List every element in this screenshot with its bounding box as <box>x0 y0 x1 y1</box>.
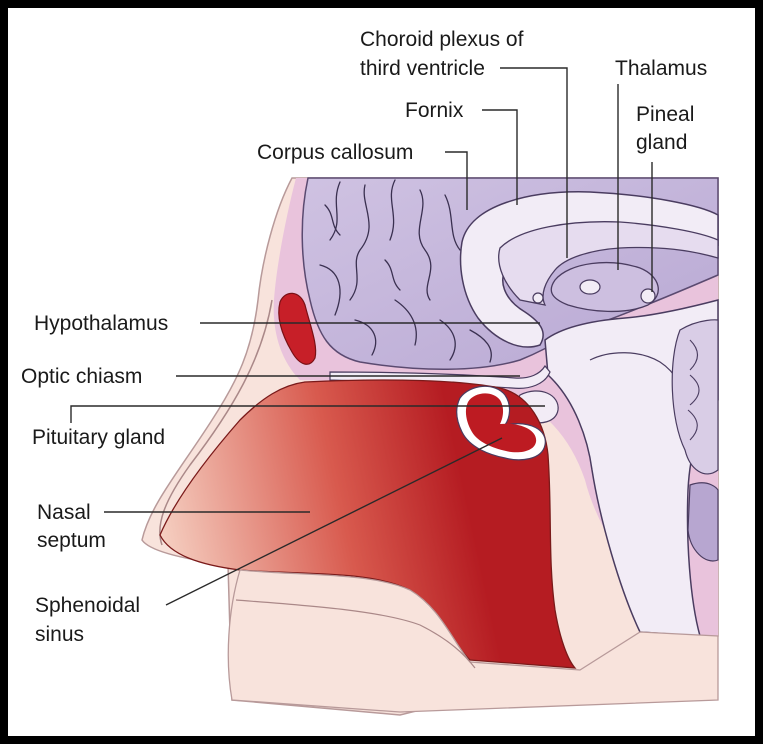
foramen <box>533 293 543 303</box>
label-sphenoidal-2: sinus <box>35 623 84 646</box>
label-nasal-2: septum <box>37 529 106 552</box>
label-pineal-2: gland <box>636 131 687 154</box>
label-hypothalamus: Hypothalamus <box>34 312 168 335</box>
label-optic-chiasm: Optic chiasm <box>21 365 142 388</box>
pineal-gland <box>641 289 655 303</box>
thalamus <box>551 263 658 312</box>
label-nasal-1: Nasal <box>37 501 91 524</box>
label-sphenoidal-1: Sphenoidal <box>35 594 140 617</box>
label-thalamus: Thalamus <box>615 57 707 80</box>
label-choroid-1: Choroid plexus of <box>360 28 524 51</box>
label-pineal-1: Pineal <box>636 103 694 126</box>
label-fornix: Fornix <box>405 99 464 122</box>
label-pituitary-gland: Pituitary gland <box>32 426 165 449</box>
interthalamic-adhesion <box>580 280 600 294</box>
label-choroid-2: third ventricle <box>360 57 485 80</box>
label-corpus-callosum: Corpus callosum <box>257 141 413 164</box>
